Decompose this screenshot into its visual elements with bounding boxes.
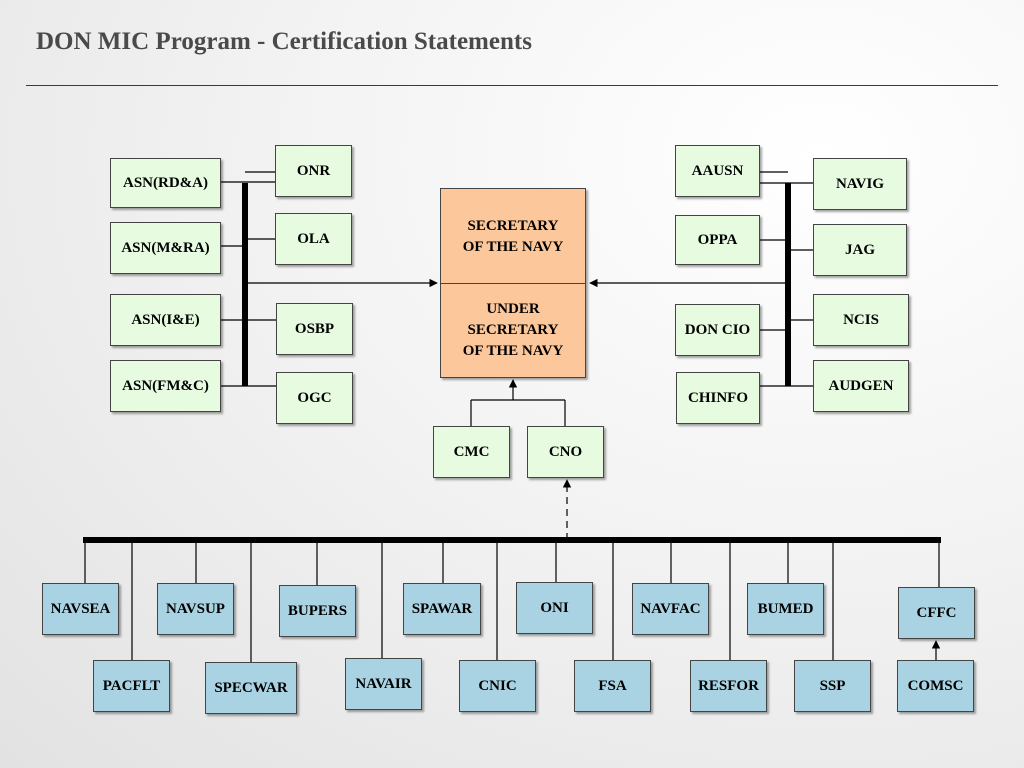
node-cmc[interactable]: CMC <box>433 426 510 478</box>
node-asn-fmc[interactable]: ASN(FM&C) <box>110 360 221 412</box>
title-divider <box>26 85 998 86</box>
node-navair[interactable]: NAVAIR <box>345 658 422 710</box>
node-audgen[interactable]: AUDGEN <box>813 360 909 412</box>
node-onr[interactable]: ONR <box>275 145 352 197</box>
node-jag[interactable]: JAG <box>813 224 907 276</box>
node-ncis[interactable]: NCIS <box>813 294 909 346</box>
node-asn-rda[interactable]: ASN(RD&A) <box>110 158 221 208</box>
node-navsup[interactable]: NAVSUP <box>157 583 234 635</box>
node-osbp[interactable]: OSBP <box>276 303 353 355</box>
node-navsea[interactable]: NAVSEA <box>42 583 119 635</box>
node-ssp[interactable]: SSP <box>794 660 871 712</box>
node-specwar[interactable]: SPECWAR <box>205 662 297 714</box>
box-divider <box>441 283 585 284</box>
node-ola[interactable]: OLA <box>275 213 352 265</box>
under-secretary-of-the-navy: UNDER SECRETARY OF THE NAVY <box>462 301 564 359</box>
node-oppa[interactable]: OPPA <box>675 215 760 265</box>
node-cno[interactable]: CNO <box>527 426 604 478</box>
node-resfor[interactable]: RESFOR <box>690 660 767 712</box>
node-asn-ie[interactable]: ASN(I&E) <box>110 294 221 346</box>
secretary-of-the-navy: SECRETARY OF THE NAVY <box>462 218 564 255</box>
node-navfac[interactable]: NAVFAC <box>632 583 709 635</box>
node-bumed[interactable]: BUMED <box>747 583 824 635</box>
node-fsa[interactable]: FSA <box>574 660 651 712</box>
node-bupers[interactable]: BUPERS <box>279 585 356 637</box>
node-ogc[interactable]: OGC <box>276 372 353 424</box>
page-title: DON MIC Program - Certification Statemen… <box>36 28 532 55</box>
node-oni[interactable]: ONI <box>516 582 593 634</box>
node-navig[interactable]: NAVIG <box>813 158 907 210</box>
node-spawar[interactable]: SPAWAR <box>403 583 481 635</box>
node-comsc[interactable]: COMSC <box>897 660 974 712</box>
node-pacflt[interactable]: PACFLT <box>93 660 170 712</box>
node-chinfo[interactable]: CHINFO <box>676 372 760 424</box>
node-cffc[interactable]: CFFC <box>898 587 975 639</box>
secretary-under-secretary-box[interactable]: SECRETARY OF THE NAVY UNDER SECRETARY OF… <box>440 188 586 378</box>
node-asn-mra[interactable]: ASN(M&RA) <box>110 222 221 274</box>
node-aausn[interactable]: AAUSN <box>675 145 760 197</box>
node-cnic[interactable]: CNIC <box>459 660 536 712</box>
node-don-cio[interactable]: DON CIO <box>675 304 760 356</box>
